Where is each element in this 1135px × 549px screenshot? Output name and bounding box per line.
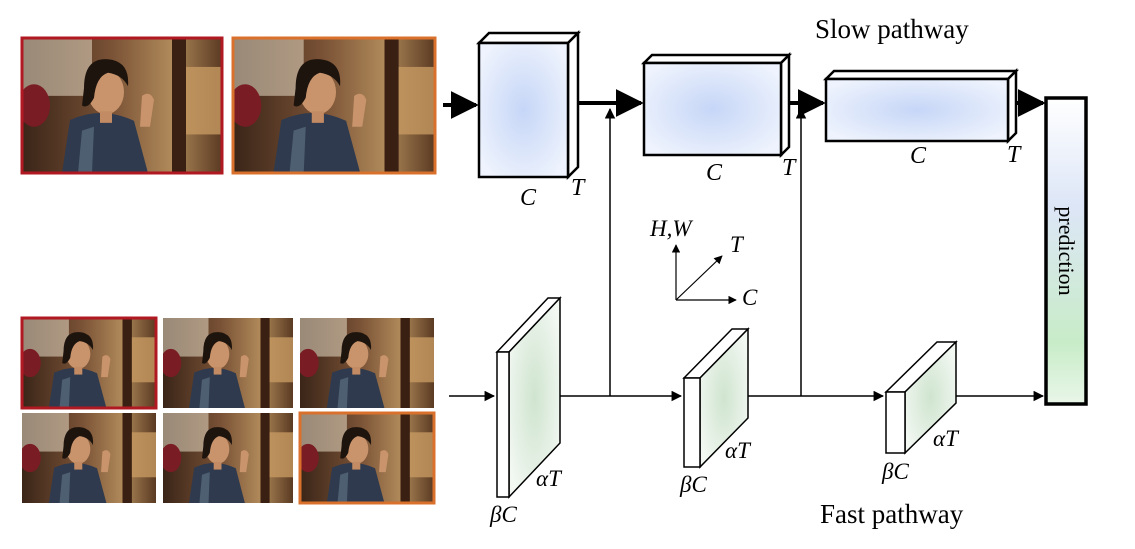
- slow-input-frames: [20, 36, 437, 175]
- slow-block-3: C T: [822, 67, 1022, 169]
- slow-block-1-t-label: T: [571, 175, 586, 201]
- slow-pathway-title: Slow pathway: [815, 14, 969, 44]
- slow-block-2-c-label: C: [706, 160, 723, 186]
- video-frame: [231, 36, 437, 175]
- prediction-label: prediction: [1054, 206, 1079, 295]
- fast-block-3: βC αT: [881, 340, 960, 484]
- fast-pathway-title: Fast pathway: [820, 499, 964, 529]
- axis-hw-label: H,W: [649, 216, 693, 241]
- slow-block-3-t-label: T: [1007, 142, 1022, 168]
- fast-block-2: βC αT: [679, 327, 752, 497]
- fast-block-2-c-label: βC: [679, 472, 707, 497]
- video-frame: [22, 413, 156, 503]
- video-frame: [163, 318, 293, 408]
- slow-block-2: C T: [640, 51, 797, 186]
- video-frame: [163, 413, 293, 503]
- fast-block-1: βC αT: [489, 296, 563, 527]
- fast-block-1-c-label: βC: [489, 502, 517, 527]
- axis-c-label: C: [742, 285, 758, 310]
- axes-legend: [671, 244, 737, 305]
- video-frame: [20, 316, 158, 410]
- fast-input-frames: [20, 316, 436, 505]
- fast-block-2-t-label: αT: [725, 438, 752, 463]
- fast-block-3-c-label: βC: [881, 459, 909, 484]
- fast-block-1-t-label: αT: [536, 466, 563, 491]
- axis-t-label: T: [730, 232, 745, 257]
- video-frame: [20, 36, 224, 175]
- slow-connections: [443, 89, 1046, 119]
- prediction-block: prediction: [1044, 96, 1088, 406]
- lateral-connections: [604, 107, 807, 396]
- video-frame: [300, 318, 434, 408]
- slow-block-1: C T: [475, 29, 586, 211]
- video-frame: [298, 411, 436, 505]
- slow-block-2-t-label: T: [782, 155, 797, 181]
- slow-block-1-c-label: C: [520, 185, 537, 211]
- fast-block-3-t-label: αT: [933, 426, 960, 451]
- slow-block-3-c-label: C: [910, 143, 927, 169]
